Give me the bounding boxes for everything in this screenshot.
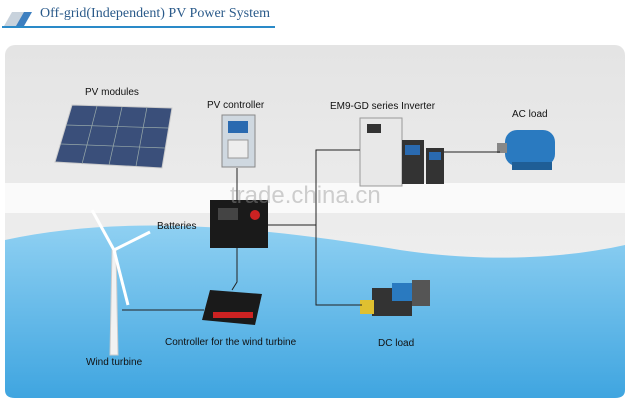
inverter-icon: [359, 117, 444, 187]
wind-turbine-icon: [90, 209, 151, 356]
dc-load-motor-icon: [360, 280, 430, 316]
title-decoration: [2, 12, 275, 28]
label-wind-turbine: Wind turbine: [86, 357, 143, 368]
label-pv-modules: PV modules: [85, 87, 139, 98]
label-inverter: EM9-GD series Inverter: [330, 101, 436, 112]
label-ac-load: AC load: [512, 109, 548, 120]
page-title: Off-grid(Independent) PV Power System: [40, 6, 271, 21]
wind-controller-icon: [202, 290, 262, 325]
label-batteries: Batteries: [157, 221, 197, 232]
water-background: [5, 225, 625, 398]
watermark: trade.china.cn: [230, 182, 381, 209]
label-pv-controller: PV controller: [207, 100, 265, 111]
label-dc-load: DC load: [378, 338, 415, 349]
pv-controller-icon: [221, 114, 256, 168]
white-band: [5, 183, 625, 213]
pv-modules-icon: [54, 104, 173, 169]
ac-load-motor-icon: [497, 130, 555, 170]
batteries-icon: [210, 200, 268, 248]
label-wind-controller: Controller for the wind turbine: [165, 337, 297, 348]
connection-lines: [122, 149, 500, 311]
